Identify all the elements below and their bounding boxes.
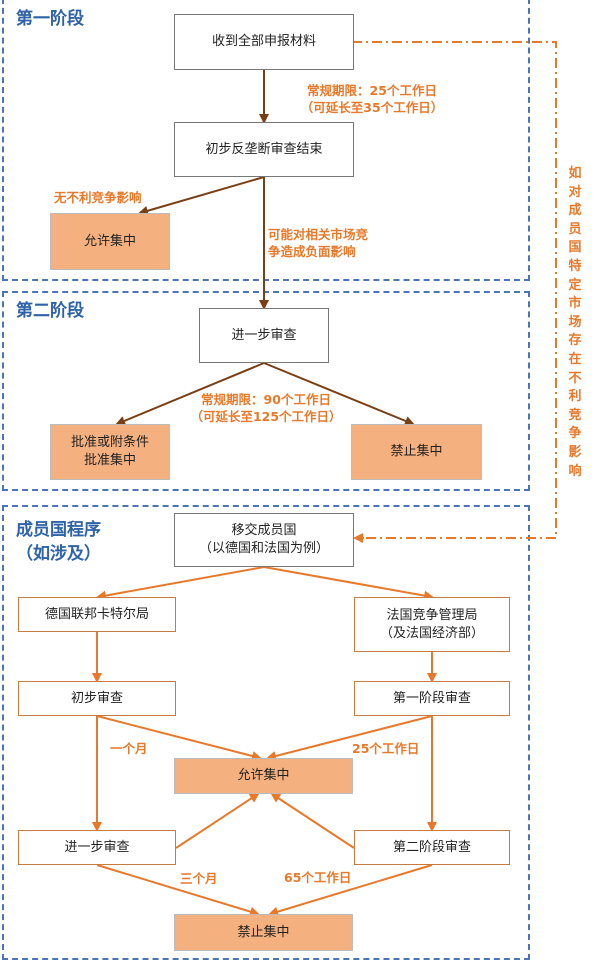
arrow-refer-to-fr (263, 566, 434, 601)
box-allow-concentration-2: 允许集中 (174, 758, 353, 794)
box-further-review: 进一步审查 (199, 308, 329, 363)
box-preliminary-review-end: 初步反垄断审查结束 (174, 122, 354, 177)
arrow-defurther-to-prohibit (96, 864, 260, 917)
arrow-prelim-to-allow (138, 176, 265, 216)
box-refer-member-state: 移交成员国 （以德国和法国为例） (174, 513, 354, 567)
stage1-title: 第一阶段 (16, 9, 84, 29)
label-25-working-days: 25个工作日 (352, 741, 420, 756)
box-fr-phase2-review: 第二阶段审查 (354, 830, 510, 865)
stage3-frame (2, 505, 530, 960)
referral-path (352, 41, 557, 539)
box-prohibit-concentration-1: 禁止集中 (351, 424, 482, 480)
box-prohibit-concentration-2: 禁止集中 (174, 914, 353, 951)
label-period-phase2: 常规期限：90个工作日 （可延长至125个工作日） (190, 392, 342, 424)
stage3-title: 成员国程序 （如涉及） (16, 520, 101, 564)
arrow-further-to-approve (115, 362, 265, 426)
arrow-frphase1-to-allow (266, 715, 433, 761)
arrow-further-to-prohibit (263, 362, 415, 426)
label-possible-adverse-effect: 可能对相关市场竞 争造成负面影响 (268, 227, 369, 259)
arrow-frphase2-to-prohibit (268, 864, 433, 917)
arrow-refer-to-de (96, 566, 265, 601)
arrow-deprelim-to-allow (96, 715, 262, 761)
box-approve-conditional: 批准或附条件 批准集中 (50, 424, 170, 480)
box-fr-phase1-review: 第一阶段审查 (354, 681, 510, 716)
box-de-preliminary-review: 初步审查 (18, 681, 176, 716)
label-period-phase1: 常规期限：25个工作日 （可延长至35个工作日） (300, 83, 444, 115)
stage1-frame (2, 0, 530, 281)
label-member-state-adverse-note: 如对成员国特定市场存在不利竞争影响 (568, 166, 582, 479)
box-german-cartel-office: 德国联邦卡特尔局 (18, 597, 176, 632)
arrow-frphase2-to-allow (270, 792, 355, 849)
stage2-title: 第二阶段 (16, 301, 84, 321)
box-allow-concentration-1: 允许集中 (50, 213, 170, 270)
stage2-frame (2, 291, 530, 491)
box-french-competition-authority: 法国竞争管理局 （及法国经济部） (354, 597, 510, 652)
label-65-working-days: 65个工作日 (284, 870, 352, 885)
box-de-further-review: 进一步审查 (18, 830, 176, 865)
box-receive-materials: 收到全部申报材料 (174, 14, 354, 70)
label-one-month: 一个月 (110, 741, 148, 756)
label-three-months: 三个月 (180, 871, 218, 886)
label-no-adverse-effect: 无不利竞争影响 (54, 190, 142, 205)
arrow-defurther-to-allow (175, 792, 260, 849)
